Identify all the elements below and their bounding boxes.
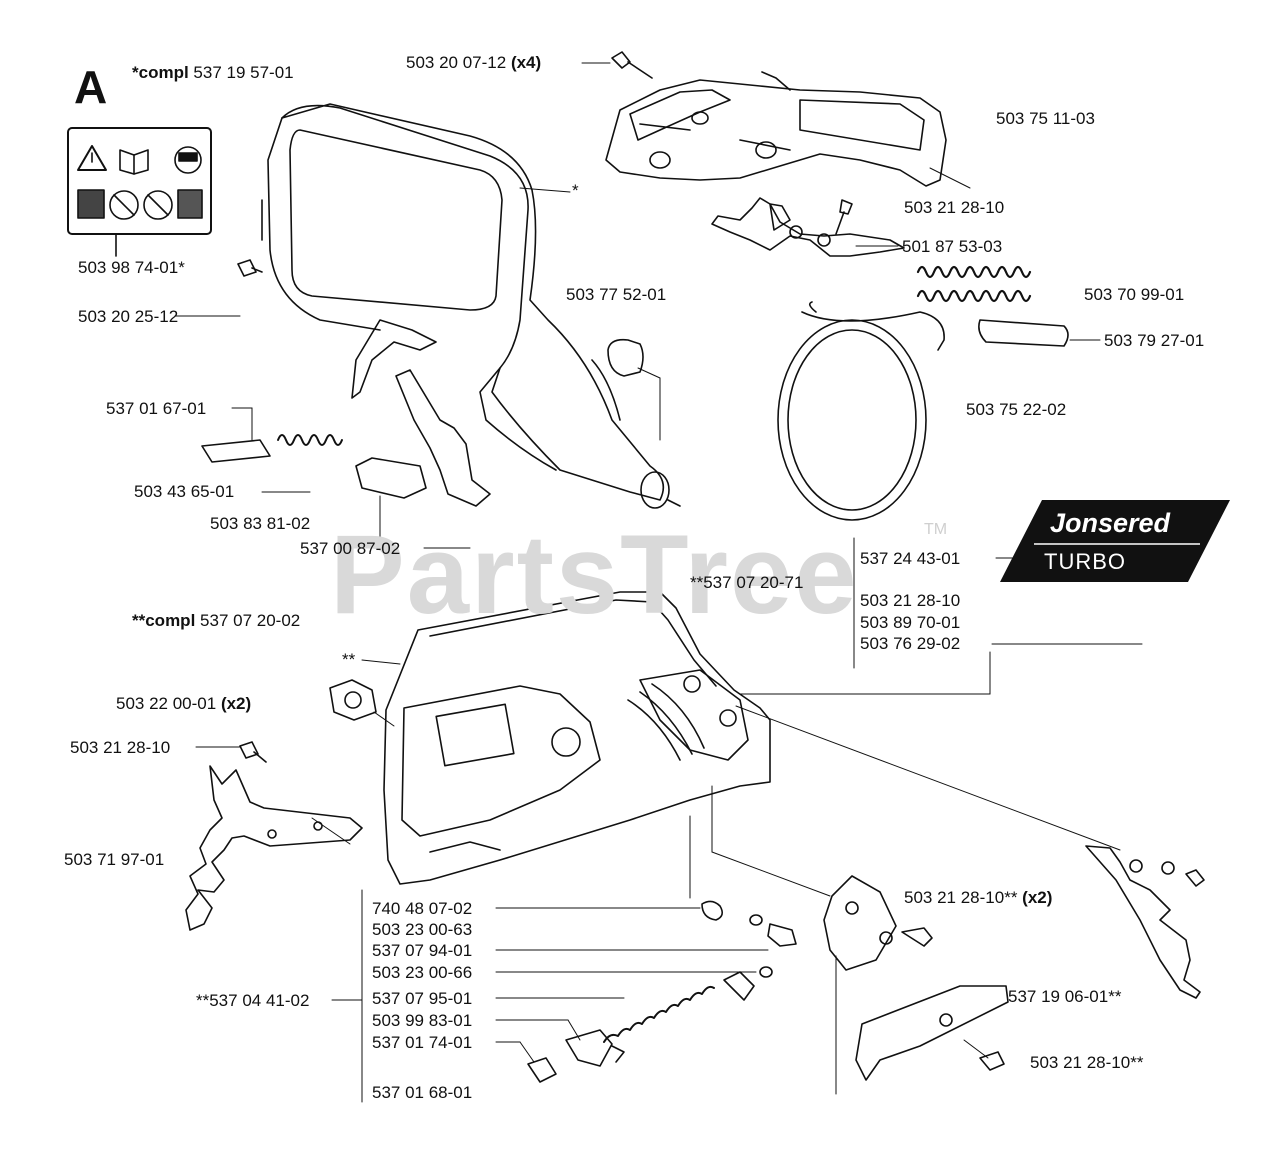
label-tensioner: **537 04 41-02 — [196, 991, 310, 1010]
label-screw-2128-b: 503 21 28-10 — [70, 738, 171, 757]
brake-band — [777, 301, 945, 521]
label-bottom-8: 537 01 68-01 — [372, 1083, 473, 1102]
label-spring-small: 503 43 65-01 — [134, 482, 235, 501]
logo-brand: Jonsered — [1050, 508, 1171, 538]
label-part-8381: 503 83 81-02 — [210, 514, 311, 533]
label-screw-x2-right: 503 21 28-10** (x2) — [904, 888, 1053, 907]
label-compl-cover: **compl 537 07 20-02 — [132, 611, 301, 630]
watermark: PartsTree — [330, 512, 859, 637]
rear-handle-guard — [261, 103, 681, 509]
label-bottom-6: 503 99 83-01 — [372, 1011, 473, 1030]
label-cover-star: **537 07 20-71 — [690, 573, 804, 592]
label-pin-top: 503 79 27-01 — [1104, 331, 1205, 350]
label-sticker: 503 98 74-01* — [78, 258, 185, 277]
label-double-star: ** — [342, 650, 356, 669]
label-bottom-4: 503 23 00-66 — [372, 963, 473, 982]
trademark-symbol: TM — [924, 521, 948, 538]
label-cover-group-2: 503 89 70-01 — [860, 613, 961, 632]
jonsered-turbo-logo — [1000, 500, 1230, 582]
logo-model: TURBO — [1044, 549, 1126, 574]
label-part-8702: 537 00 87-02 — [300, 539, 401, 558]
brake-lever — [711, 197, 905, 257]
section-letter: A — [74, 61, 108, 113]
label-bottom-3: 537 07 94-01 — [372, 941, 473, 960]
warning-sticker-icon — [67, 127, 212, 235]
label-bottom-5: 537 07 95-01 — [372, 989, 473, 1008]
label-nut: 503 22 00-01 (x2) — [116, 694, 252, 713]
label-compl-top: *compl 537 19 57-01 — [132, 63, 294, 82]
label-spike: 503 71 97-01 — [64, 850, 165, 869]
label-band: 503 75 22-02 — [966, 400, 1067, 419]
label-bottom-1: 740 48 07-02 — [372, 899, 473, 918]
spike-bumper-right — [1085, 845, 1205, 999]
label-screw-2128-a: 503 21 28-10 — [904, 198, 1005, 217]
label-cover-group-3: 503 76 29-02 — [860, 634, 961, 653]
label-part-6701: 537 01 67-01 — [106, 399, 207, 418]
spike-bumper-left — [185, 765, 363, 931]
clutch-cover — [383, 591, 771, 885]
label-single-star: * — [572, 181, 579, 200]
label-cover-group-1: 503 21 28-10 — [860, 591, 961, 610]
label-spring-big: 503 70 99-01 — [1084, 285, 1185, 304]
label-lever: 501 87 53-03 — [902, 237, 1003, 256]
label-screw-x4: 503 20 07-12 (x4) — [406, 53, 542, 72]
label-bottom-2: 503 23 00-63 — [372, 920, 473, 939]
label-screw-2512: 503 20 25-12 — [78, 307, 179, 326]
label-guard-top: 503 75 11-03 — [996, 109, 1095, 128]
label-handle: 503 77 52-01 — [566, 285, 667, 304]
label-screw-plate: 503 21 28-10** — [1030, 1053, 1144, 1072]
label-logo-part: 537 24 43-01 — [860, 549, 961, 568]
label-spike-right: 537 19 06-01** — [1008, 987, 1122, 1006]
label-bottom-7: 537 01 74-01 — [372, 1033, 473, 1052]
chain-guard-top — [605, 71, 947, 187]
